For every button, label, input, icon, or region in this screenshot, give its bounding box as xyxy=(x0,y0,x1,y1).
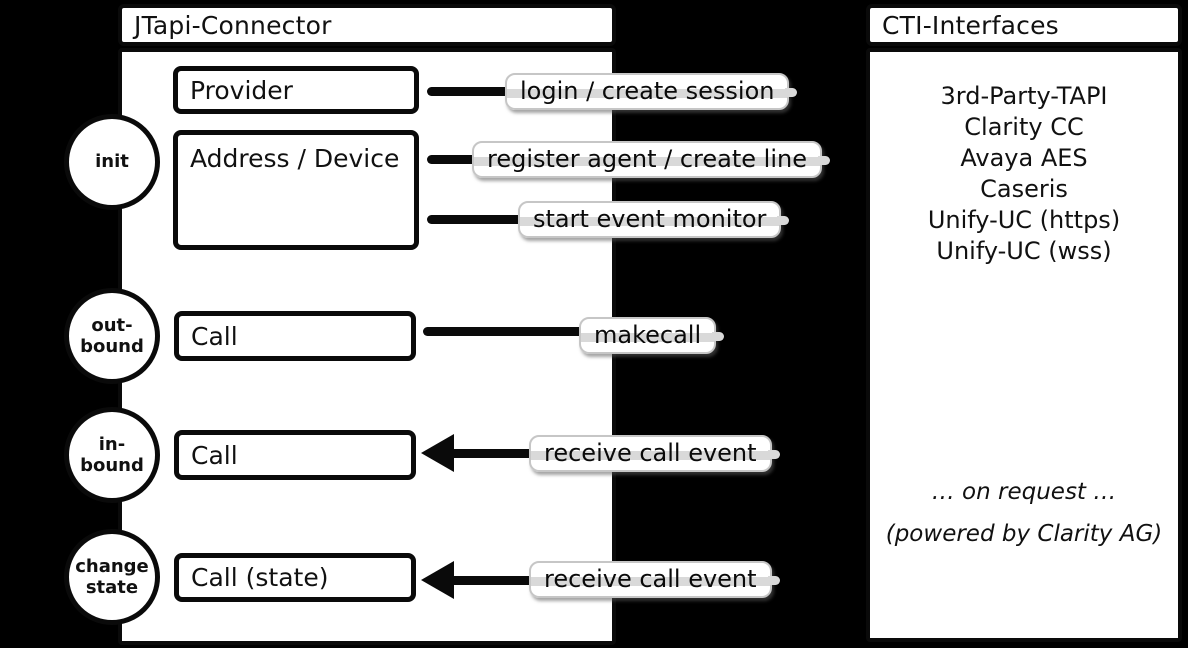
cti-interface-item: 3rd-Party-TAPI xyxy=(940,82,1108,110)
cti-panel-body xyxy=(866,48,1182,642)
connector-line-receive-state xyxy=(448,576,535,585)
phase-circle-outbound: out- bound xyxy=(64,288,160,384)
phase-circle-change-state: change state xyxy=(64,529,160,625)
phase-label-outbound: out- bound xyxy=(80,314,144,357)
connector-line-makecall xyxy=(423,327,585,336)
phase-label-inbound: in- bound xyxy=(80,433,144,476)
cti-panel-title: CTI-Interfaces xyxy=(882,10,1059,40)
provider-box-label: Provider xyxy=(190,75,293,105)
phase-label-init: init xyxy=(95,151,129,173)
call-outbound-box-label: Call xyxy=(191,321,238,351)
action-label-login: login / create session xyxy=(505,73,798,110)
phase-label-change-state: change state xyxy=(75,555,149,598)
action-label-makecall: makecall xyxy=(579,317,725,354)
phase-circle-inbound: in- bound xyxy=(64,407,160,503)
address-device-box-label: Address / Device xyxy=(190,144,400,173)
jtapi-panel-title: JTapi-Connector xyxy=(134,10,332,40)
cti-panel-header: CTI-Interfaces xyxy=(866,4,1182,46)
cti-interface-list: 3rd-Party-TAPI Clarity CC Avaya AES Case… xyxy=(866,81,1182,267)
cti-note-powered-by: (powered by Clarity AG) xyxy=(885,521,1163,547)
cti-interface-item: Unify-UC (https) xyxy=(927,206,1121,234)
call-outbound-box: Call xyxy=(174,311,416,361)
cti-note-on-request: … on request … xyxy=(931,479,1117,505)
jtapi-panel-header: JTapi-Connector xyxy=(118,4,616,46)
call-state-box-label: Call (state) xyxy=(191,563,329,592)
connector-line-register xyxy=(427,155,478,164)
call-inbound-box-label: Call xyxy=(191,440,238,470)
action-label-register: register agent / create line xyxy=(472,141,830,178)
phase-circle-init: init xyxy=(64,114,160,210)
call-state-box: Call (state) xyxy=(174,553,416,602)
connector-line-login xyxy=(427,87,511,96)
action-label-monitor: start event monitor xyxy=(518,201,790,238)
provider-box: Provider xyxy=(173,66,419,114)
cti-interface-item: Caseris xyxy=(980,175,1068,203)
cti-interface-item: Avaya AES xyxy=(960,144,1088,172)
cti-interface-item: Clarity CC xyxy=(964,113,1084,141)
address-device-box: Address / Device xyxy=(173,130,419,250)
connector-line-receive-inbound xyxy=(448,449,535,458)
arrowhead-left-icon xyxy=(421,561,454,599)
arrowhead-left-icon xyxy=(421,434,454,472)
action-label-receive-state: receive call event xyxy=(529,561,780,598)
cti-interface-item: Unify-UC (wss) xyxy=(936,237,1112,265)
action-label-receive-inbound: receive call event xyxy=(529,435,780,472)
connector-line-monitor xyxy=(427,215,524,224)
call-inbound-box: Call xyxy=(174,430,416,480)
